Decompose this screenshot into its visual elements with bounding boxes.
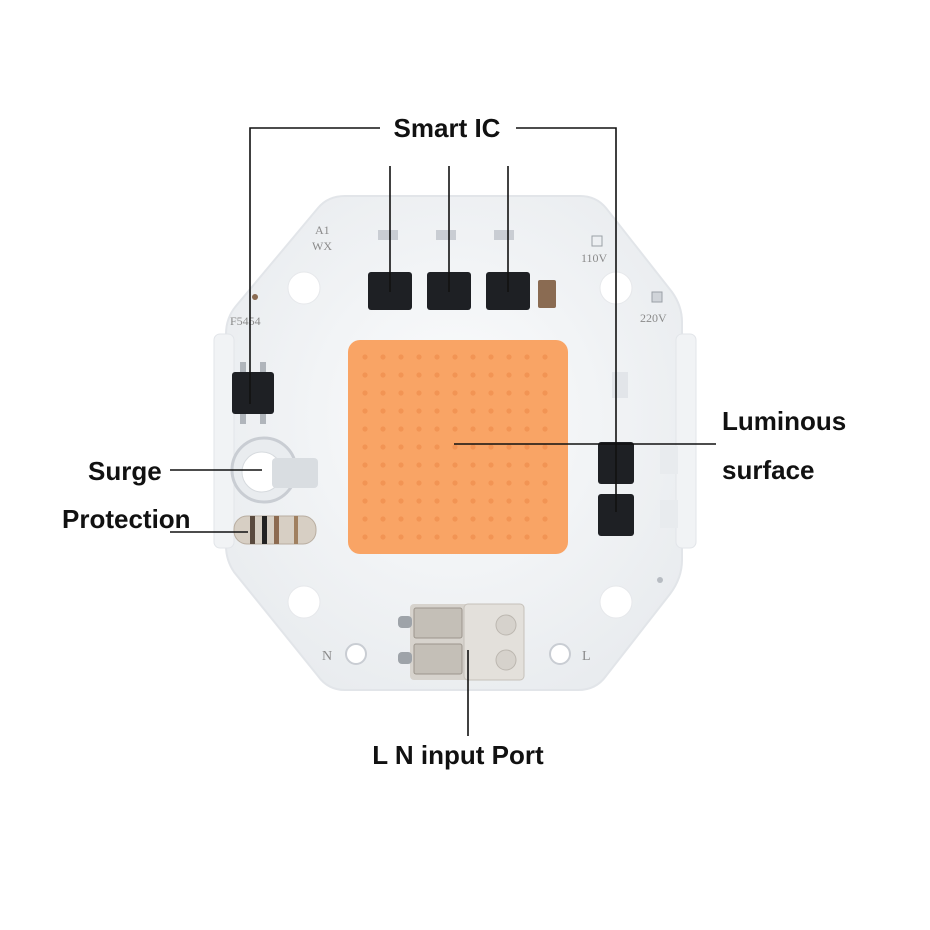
resistor-band-3	[274, 516, 279, 544]
marker-dot-bottom	[657, 577, 663, 583]
bridge-rectifier-chip	[232, 372, 274, 414]
resistor-band-4	[294, 516, 298, 544]
silk-part-code: F5454	[230, 314, 261, 328]
solder-pad-l	[549, 643, 571, 665]
select-pad-220v	[651, 291, 663, 303]
callout-luminous: Luminous	[722, 406, 846, 436]
board-left-tab	[213, 333, 235, 549]
terminal-clamp-top	[413, 607, 463, 639]
faint-pad-2	[660, 446, 678, 474]
bridge-pin-3	[240, 414, 246, 424]
leader-smart-ic-right	[516, 127, 617, 512]
silk-terminal-l: L	[582, 649, 591, 664]
surge-varistor-body	[272, 458, 318, 488]
mount-hole-bottom-right	[599, 585, 633, 619]
solder-pad-n	[345, 643, 367, 665]
led-dot-grid	[356, 348, 560, 546]
smd-pad-3	[494, 230, 514, 240]
silk-model-wx: WX	[312, 239, 332, 253]
terminal-lead-bottom	[398, 652, 412, 664]
terminal-screw-bottom	[495, 649, 517, 671]
callout-surface: surface	[722, 455, 815, 485]
smd-capacitor	[538, 280, 556, 308]
bridge-pin-1	[240, 362, 246, 372]
smd-pad-2	[436, 230, 456, 240]
terminal-lead-top	[398, 616, 412, 628]
terminal-body	[463, 603, 525, 681]
board-right-tab	[675, 333, 697, 549]
callout-surge: Surge	[88, 456, 162, 486]
silk-voltage-220: 220V	[640, 311, 667, 325]
callout-protection: Protection	[62, 504, 191, 534]
silk-voltage-110: 110V	[581, 251, 608, 265]
silk-model-a1: A1	[315, 223, 330, 237]
callout-input-port: L N input Port	[372, 740, 544, 770]
resistor-band-1	[250, 516, 255, 544]
silk-terminal-n: N	[322, 649, 332, 664]
faint-pad-3	[660, 500, 678, 528]
bridge-pin-4	[260, 414, 266, 424]
terminal-clamp-bottom	[413, 643, 463, 675]
mount-hole-top-left	[287, 271, 321, 305]
faint-pad-1	[612, 372, 628, 398]
callout-smart-ic: Smart IC	[394, 113, 501, 143]
driver-chip-lower	[598, 494, 634, 536]
mount-hole-bottom-left	[287, 585, 321, 619]
bridge-pin-2	[260, 362, 266, 372]
terminal-screw-top	[495, 614, 517, 636]
select-pad-110v	[591, 235, 603, 247]
leader-smart-ic-left	[249, 127, 380, 404]
resistor-band-2	[262, 516, 267, 544]
smd-pad-1	[378, 230, 398, 240]
marker-dot-top	[252, 294, 258, 300]
